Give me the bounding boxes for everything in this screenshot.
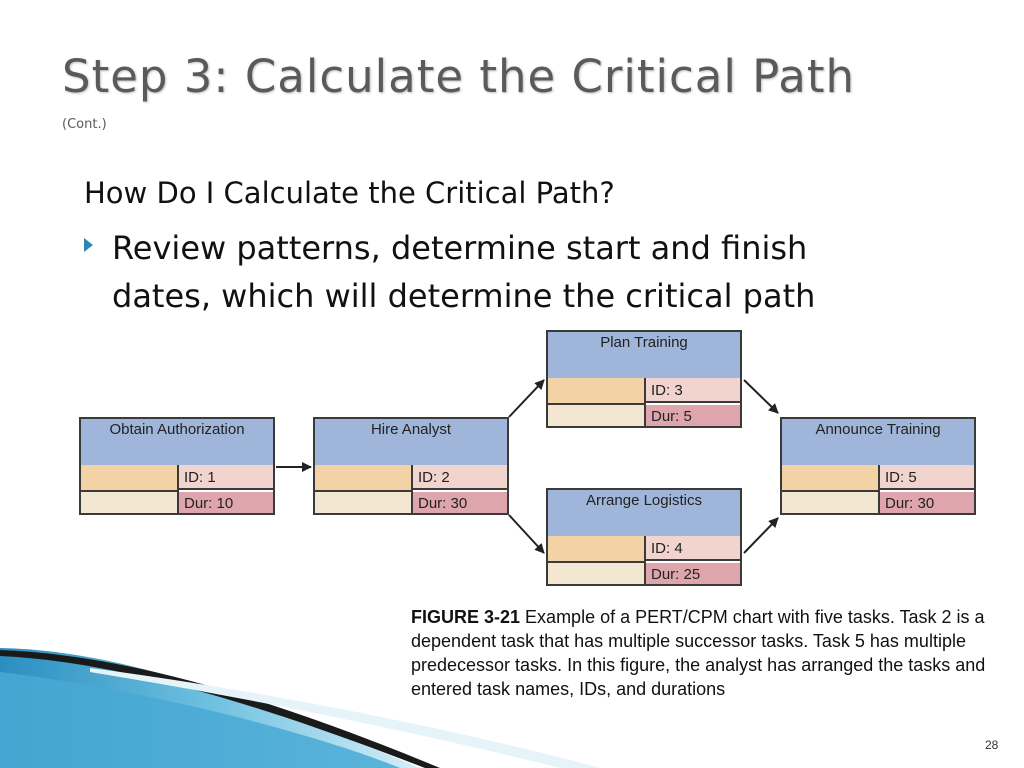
bullet-item: Review patterns, determine start and fin… bbox=[84, 224, 864, 320]
task-duration: Dur: 10 bbox=[179, 492, 273, 513]
task-id: ID: 4 bbox=[646, 536, 740, 561]
task-name: Obtain Authorization bbox=[81, 419, 273, 467]
arrow-4-to-5 bbox=[743, 517, 779, 554]
task-name: Hire Analyst bbox=[315, 419, 507, 467]
figure-caption-text: Example of a PERT/CPM chart with five ta… bbox=[411, 607, 986, 699]
task-node-plan-training: Plan Training ID: 3 Dur: 5 bbox=[546, 330, 742, 428]
task-node-hire-analyst: Hire Analyst ID: 2 Dur: 30 bbox=[313, 417, 509, 515]
arrow-2-to-4 bbox=[508, 514, 545, 554]
arrow-2-to-3 bbox=[508, 379, 545, 418]
arrow-3-to-5 bbox=[743, 379, 779, 414]
task-name: Plan Training bbox=[548, 332, 740, 380]
page-number: 28 bbox=[985, 738, 999, 752]
task-id: ID: 1 bbox=[179, 465, 273, 490]
slide-subtitle: (Cont.) bbox=[62, 117, 107, 132]
bullet-text: Review patterns, determine start and fin… bbox=[112, 229, 816, 315]
section-heading: How Do I Calculate the Critical Path? bbox=[84, 176, 615, 210]
task-name: Announce Training bbox=[782, 419, 974, 467]
task-duration: Dur: 25 bbox=[646, 563, 740, 584]
figure-label: FIGURE 3-21 bbox=[411, 607, 521, 627]
task-duration: Dur: 30 bbox=[880, 492, 974, 513]
triangle-bullet-icon bbox=[84, 238, 93, 252]
task-node-arrange-logistics: Arrange Logistics ID: 4 Dur: 25 bbox=[546, 488, 742, 586]
task-duration: Dur: 5 bbox=[646, 405, 740, 426]
task-node-announce-training: Announce Training ID: 5 Dur: 30 bbox=[780, 417, 976, 515]
task-name: Arrange Logistics bbox=[548, 490, 740, 538]
task-id: ID: 2 bbox=[413, 465, 507, 490]
figure-caption: FIGURE 3-21 Example of a PERT/CPM chart … bbox=[411, 605, 986, 701]
task-id: ID: 3 bbox=[646, 378, 740, 403]
slide-title: Step 3: Calculate the Critical Path bbox=[62, 50, 856, 103]
task-node-obtain-authorization: Obtain Authorization ID: 1 Dur: 10 bbox=[79, 417, 275, 515]
task-duration: Dur: 30 bbox=[413, 492, 507, 513]
task-id: ID: 5 bbox=[880, 465, 974, 490]
